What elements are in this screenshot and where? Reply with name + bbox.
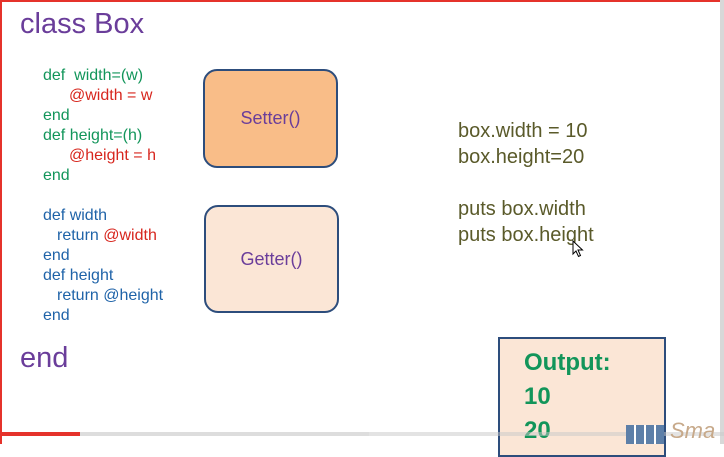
code-line: end: [43, 107, 70, 124]
getter-box: Getter(): [204, 205, 339, 313]
logo-grid-icon: [626, 425, 664, 444]
code-line: end: [43, 167, 70, 184]
code-keyword: return: [57, 287, 104, 304]
code-line: @height = h: [69, 147, 156, 164]
code-line: def height=(h): [43, 127, 143, 144]
code-keyword: return: [57, 227, 104, 244]
code-line: return @width: [57, 226, 157, 246]
logo-text: Sma: [670, 422, 716, 443]
channel-logo: Sma: [626, 422, 724, 444]
usage-line: box.height=20: [458, 146, 585, 168]
output-box: Output: 10 20: [498, 337, 666, 457]
usage-line: box.width = 10: [458, 120, 588, 142]
class-end-keyword: end: [20, 342, 69, 374]
video-frame-top-border: [0, 0, 724, 2]
output-value: 20: [524, 417, 551, 444]
code-line: @width = w: [69, 87, 153, 104]
code-line: def width: [43, 207, 108, 224]
usage-line: puts box.width: [458, 198, 586, 220]
code-instance-var: @width: [103, 227, 157, 244]
setter-label: Setter(): [240, 108, 301, 128]
code-line: def height: [43, 267, 114, 284]
code-line: def width=(w): [43, 67, 144, 84]
slide-title: class Box: [20, 8, 145, 40]
video-progress-bar[interactable]: [0, 432, 80, 436]
code-line: return @height: [57, 286, 163, 306]
video-frame-left-border: [0, 0, 2, 444]
getter-label: Getter(): [240, 248, 303, 269]
output-value: 10: [524, 383, 551, 410]
code-line: end: [43, 307, 70, 324]
video-buffer-bar: [0, 432, 370, 436]
setter-box: Setter(): [203, 69, 338, 168]
output-label: Output:: [524, 349, 611, 376]
code-instance-var: @height: [103, 287, 164, 304]
mouse-cursor-icon: [572, 240, 584, 258]
code-line: end: [43, 247, 70, 264]
slide-edge: [720, 0, 724, 444]
usage-line: puts box.height: [458, 224, 594, 246]
